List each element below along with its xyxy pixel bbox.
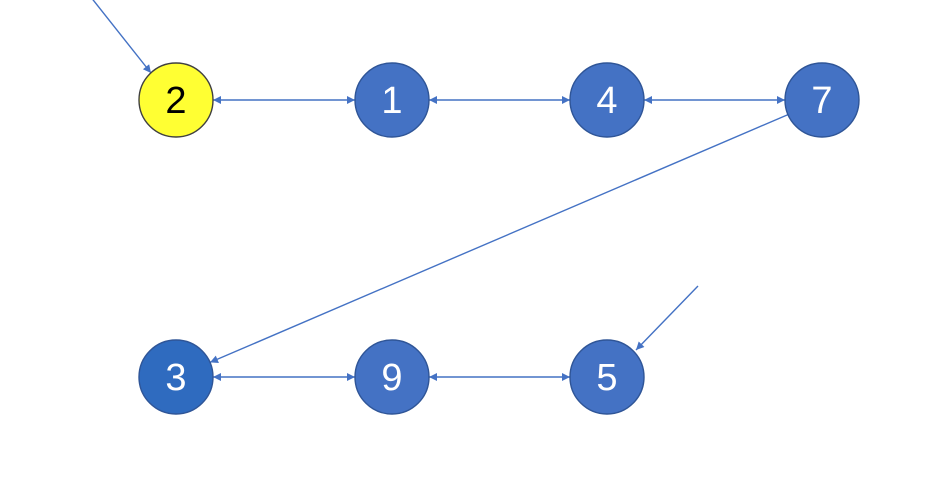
pointers-layer	[92, 0, 699, 351]
node-value: 1	[381, 80, 402, 122]
node-value: 9	[381, 357, 402, 399]
node-circle	[354, 62, 430, 138]
list-node-3: 3	[138, 339, 214, 415]
head-pointer-arrow	[92, 0, 152, 74]
insert-pointer-arrow	[635, 285, 699, 351]
list-node-2: 2	[138, 62, 214, 138]
list-node-1: 1	[354, 62, 430, 138]
list-node-9: 9	[354, 339, 430, 415]
node-value: 5	[596, 357, 617, 399]
nodes-layer: 2 1 4 7 3 9 5	[138, 62, 860, 415]
node-circle	[569, 339, 645, 415]
edge-n7-n3	[209, 113, 789, 364]
list-node-5: 5	[569, 339, 645, 415]
edges-layer	[209, 96, 789, 381]
node-circle	[354, 339, 430, 415]
node-value: 4	[596, 80, 617, 122]
node-circle	[138, 62, 214, 138]
node-value: 7	[811, 80, 832, 122]
list-node-4: 4	[569, 62, 645, 138]
node-circle	[569, 62, 645, 138]
node-circle	[138, 339, 214, 415]
list-node-7: 7	[784, 62, 860, 138]
node-value: 3	[165, 357, 186, 399]
node-circle	[784, 62, 860, 138]
node-value: 2	[165, 80, 186, 122]
